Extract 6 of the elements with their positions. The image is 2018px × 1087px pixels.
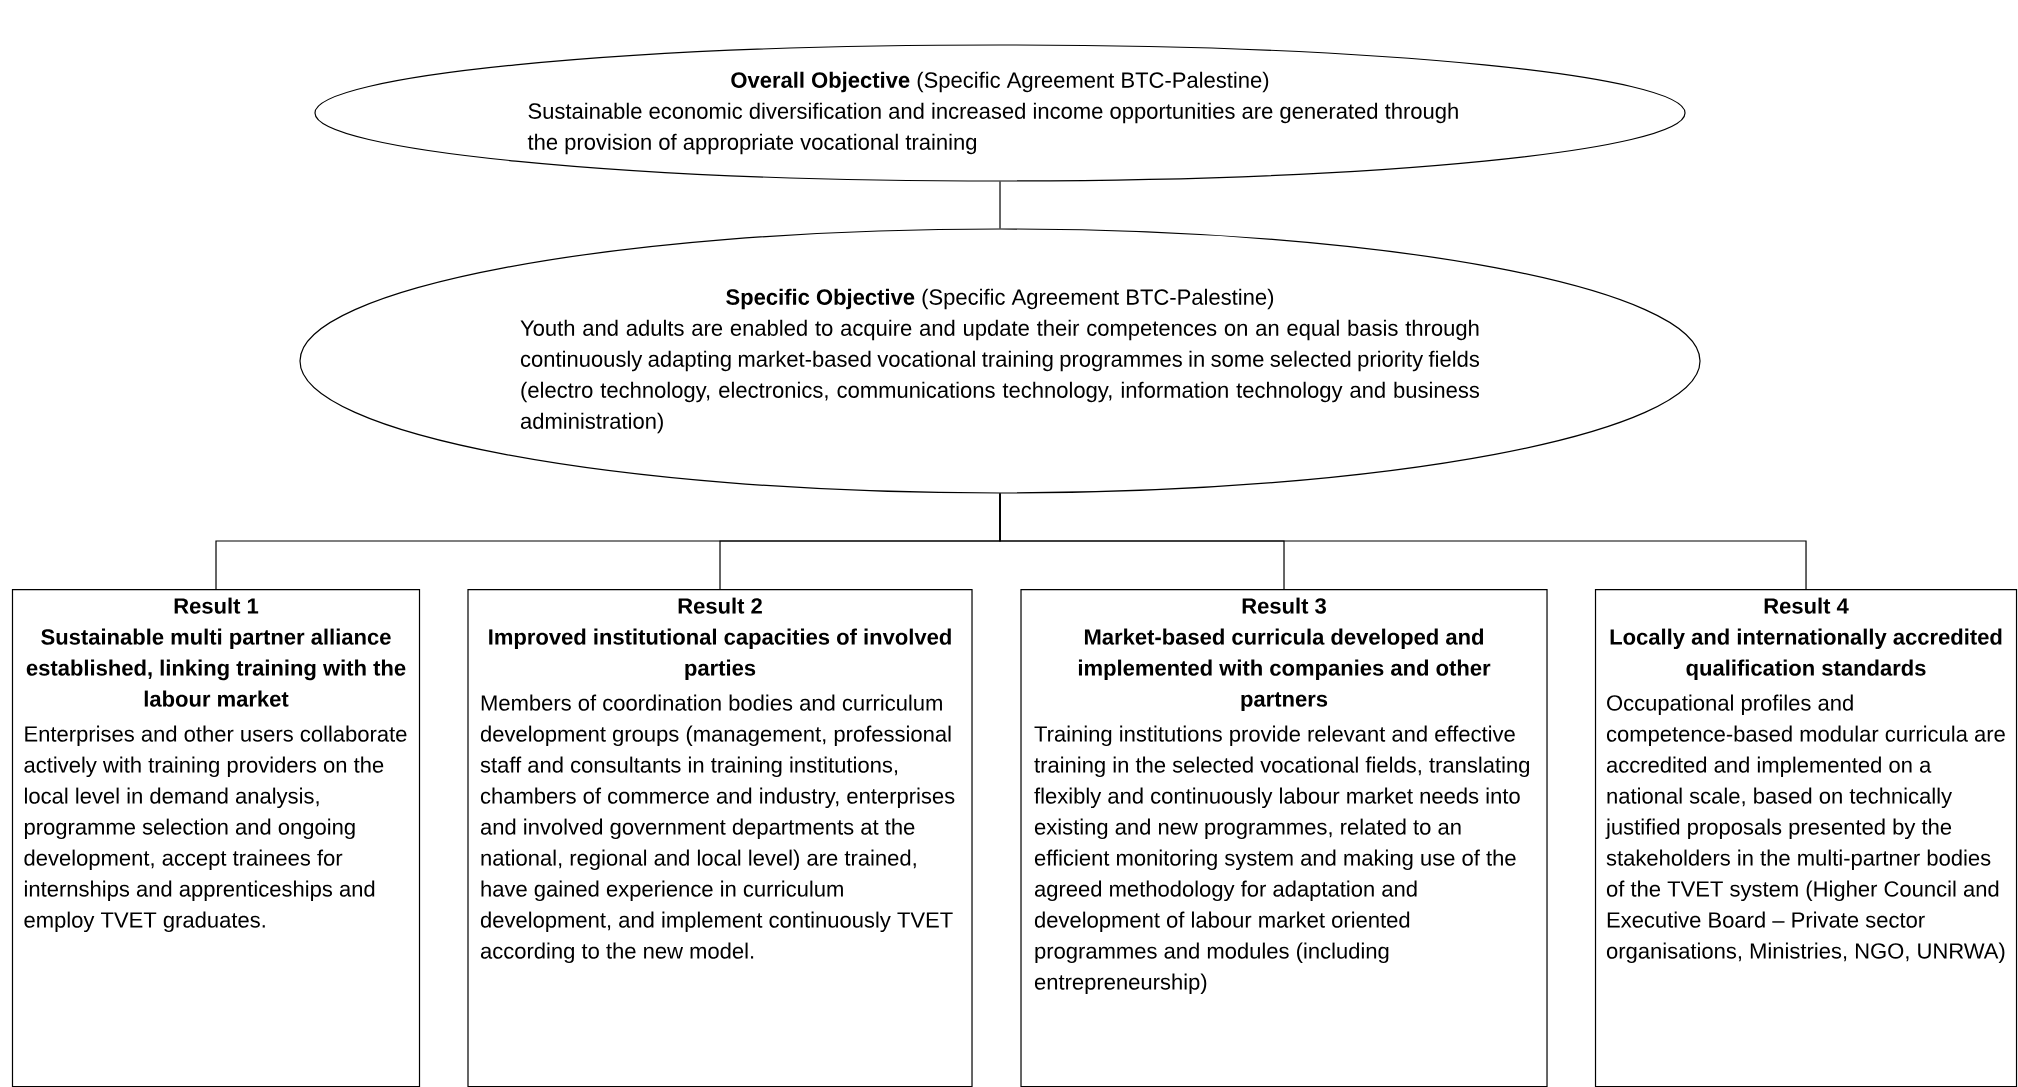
connector-line — [999, 493, 1807, 590]
result-box: Result 3 Market-based curricula developed and implemented with companies and other partners Training institutions provide relevant and effective training in the selected vocational fields, translating flexibly and continuously labour market needs into existing and new programmes, related to an efficient monitoring system and making use of the agreed methodology for adaptation and development of labour market oriented programmes and modules (including entrepreneurship) — [1020, 589, 1548, 1087]
result-box: Result 1 Sustainable multi partner alliance established, linking training with the labour market Enterprises and other users collaborate actively with training providers on the local level in demand analysis, programme selection and ongoing development, accept trainees for internships and apprenticeships and employ TVET graduates. — [11, 589, 421, 1087]
result-box: Result 4 Locally and internationally accredited qualification standards Occupational profiles and competence-based modular curricula are accredited and implemented on a national scale, based on technically justified proposals presented by the stakeholders in the multi-partner bodies of the TVET system (Higher Council and Executive Board – Private sector organisations, Ministries, NGO, UNRWA) — [1594, 589, 2018, 1087]
connector-line — [999, 181, 1001, 229]
result-box: Result 2 Improved institutional capacities of involved parties Members of coordination bodies and curriculum development groups (management, professional staff and consultants in training institutions, chambers of commerce and industry, enterprises and involved government departments at the national, regional and local level) are trained, have gained experience in curriculum development, and implement continuously TVET according to the new model. — [467, 589, 973, 1087]
